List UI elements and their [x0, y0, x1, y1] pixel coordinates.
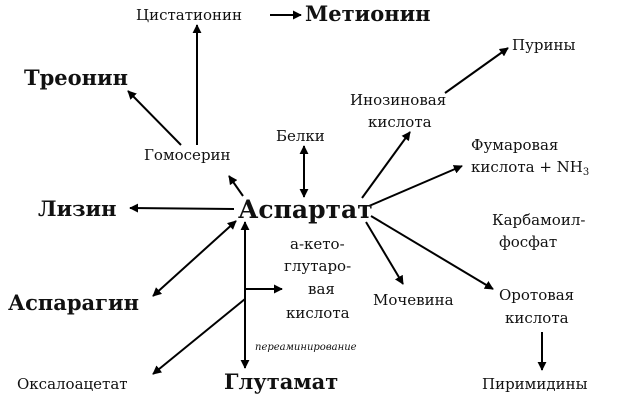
label-orotic-1: Оротовая	[499, 286, 574, 304]
arrow-aspartate-inosinic	[361, 131, 411, 199]
label-transamination: переаминирование	[255, 342, 357, 353]
label-pyrimidines: Пиримидины	[482, 375, 588, 393]
label-carbamoyl-1: Карбамоил-	[492, 211, 585, 229]
arrow-aspartate-urea	[365, 221, 404, 285]
label-aketo-4: кислота	[286, 304, 350, 322]
label-lysine: Лизин	[38, 196, 117, 221]
arrow-aspartate-orotic	[370, 215, 494, 290]
label-methionine: Метионин	[305, 1, 431, 26]
arrow-inosinic-purines	[444, 47, 509, 94]
label-homoserine: Гомосерин	[144, 146, 231, 164]
label-glutamate: Глутамат	[224, 369, 338, 394]
arrow-aspartate-lysine	[129, 203, 235, 213]
label-asparagine: Аспарагин	[8, 290, 139, 315]
label-fumaric-2-main: кислота + NH	[471, 158, 583, 176]
label-cystathionine: Цистатионин	[136, 6, 242, 24]
arrow-homoserine-threonine	[127, 90, 182, 146]
label-orotic-2: кислота	[505, 309, 569, 327]
label-aspartate: Аспартат	[238, 195, 373, 224]
label-fumaric-2: кислота + NH3	[471, 158, 589, 178]
label-threonine: Треонин	[24, 65, 128, 90]
label-purines: Пурины	[512, 36, 576, 54]
label-inosinic-1: Инозиновая	[350, 91, 446, 109]
arrows	[127, 10, 547, 375]
label-fumaric-1: Фумаровая	[471, 136, 558, 154]
label-proteins: Белки	[276, 127, 325, 145]
arrow-aspartate-homoserine	[228, 175, 244, 197]
label-fumaric-2-sub: 3	[583, 167, 589, 178]
arrow-aspartate-fumaric	[368, 165, 463, 207]
arrow-to-oxaloacetate	[152, 298, 246, 375]
label-aketo-1: а-кето-	[290, 235, 345, 253]
label-aketo-2: глутаро-	[284, 257, 351, 275]
label-carbamoyl-2: фосфат	[499, 233, 557, 251]
label-urea: Мочевина	[373, 291, 454, 309]
label-aketo-3: вая	[308, 280, 335, 298]
label-oxaloacetate: Оксалоацетат	[17, 375, 128, 393]
arrow-aspartate-asparagine	[152, 220, 237, 297]
label-inosinic-2: кислота	[368, 113, 432, 131]
